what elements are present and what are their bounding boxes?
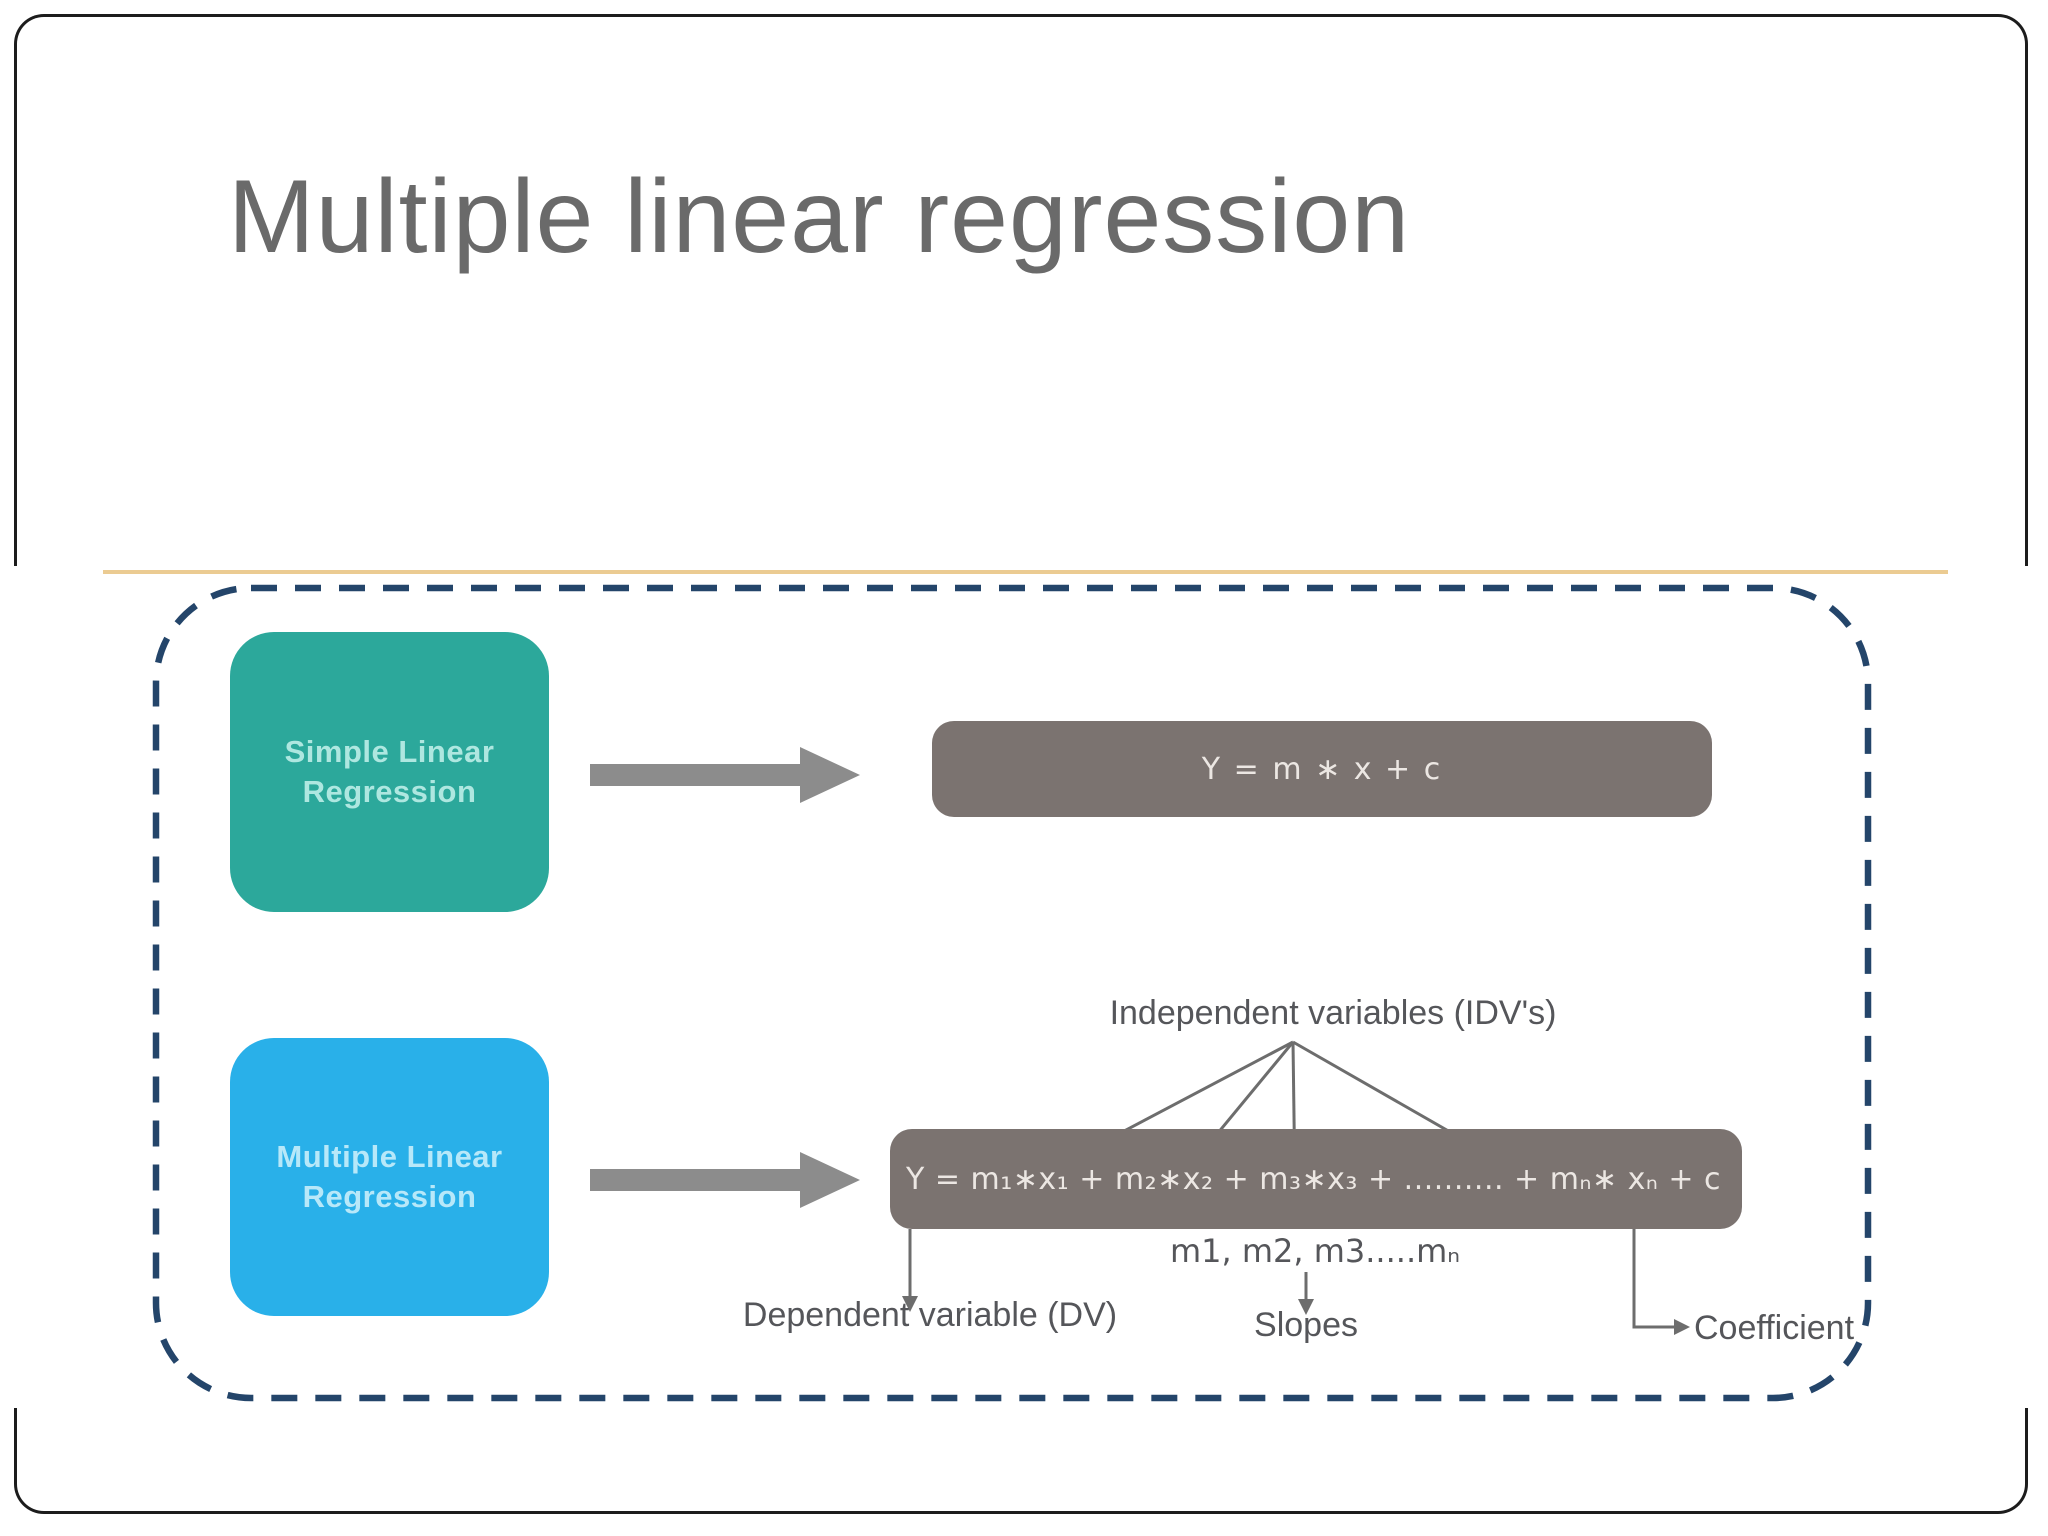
page-title: Multiple linear regression (228, 159, 1411, 275)
slide-frame-top (14, 14, 2028, 566)
independent-variables-label: Independent variables (IDV's) (1109, 994, 1557, 1032)
simple-formula-text: Y = m ∗ x + c (1201, 751, 1443, 787)
right-arrowhead-icon (1674, 1319, 1690, 1335)
multiple-linear-regression-label: Multiple Linear Regression (276, 1138, 503, 1214)
simple-formula-box: Y = m ∗ x + c (932, 721, 1712, 817)
arrow-right-icon (590, 1152, 860, 1208)
arrow-right-icon (590, 747, 860, 803)
coefficient-connector (1632, 1229, 1690, 1335)
simple-linear-regression-box: Simple Linear Regression (230, 632, 549, 912)
dependent-variable-label: Dependent variable (DV) (742, 1296, 1118, 1334)
simple-linear-regression-label: Simple Linear Regression (284, 733, 495, 809)
multiple-linear-regression-box: Multiple Linear Regression (230, 1038, 549, 1316)
multiple-formula-text: Y = m₁∗x₁ + m₂∗x₂ + m₃∗x₃ + .......... +… (906, 1161, 1721, 1197)
slopes-label: Slopes (1254, 1306, 1358, 1344)
coefficient-label: Coefficient (1694, 1309, 1855, 1347)
multiple-formula-box: Y = m₁∗x₁ + m₂∗x₂ + m₃∗x₃ + .......... +… (890, 1129, 1742, 1229)
slopes-list-label: m1, m2, m3.....mₙ (1169, 1232, 1461, 1270)
slide-frame-bottom (14, 1408, 2028, 1514)
accent-divider (103, 570, 1948, 574)
